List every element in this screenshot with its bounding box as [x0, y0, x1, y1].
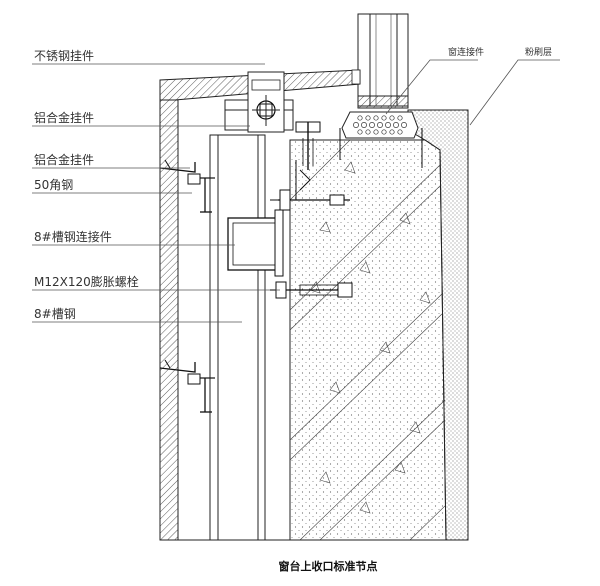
anchor-bolt-top — [295, 121, 423, 170]
steel-frame — [209, 99, 294, 541]
window-frame — [357, 13, 409, 109]
leader-lines — [32, 59, 560, 323]
label-alu-hanger-2: 铝合金挂件 — [34, 152, 94, 167]
upper-connector-bracket — [270, 160, 350, 211]
concrete-aggregate — [309, 161, 431, 514]
anchor-bolt-lower — [270, 281, 353, 299]
window-connector-pad — [341, 111, 419, 139]
label-channel-connector: 8#槽钢连接件 — [34, 229, 112, 244]
label-window-connector: 窗连接件 — [448, 46, 484, 58]
label-channel-steel: 8#槽钢 — [34, 307, 76, 321]
label-plaster-layer: 粉刷层 — [525, 46, 552, 58]
label-stainless-hanger: 不锈钢挂件 — [34, 49, 94, 63]
label-anchor-bolt: M12X120膨胀螺栓 — [34, 274, 139, 289]
label-angle-steel: 50角钢 — [34, 178, 73, 192]
angle-steel-lower — [159, 359, 215, 413]
stainless-hanger-assembly — [247, 71, 285, 133]
drawing-title: 窗台上收口标准节点 — [279, 559, 378, 573]
channel-steel-connector — [227, 209, 284, 277]
angle-steel-upper — [159, 159, 215, 213]
label-alu-hanger-1: 铝合金挂件 — [34, 110, 94, 125]
concrete-diagonal-lines — [289, 139, 447, 541]
